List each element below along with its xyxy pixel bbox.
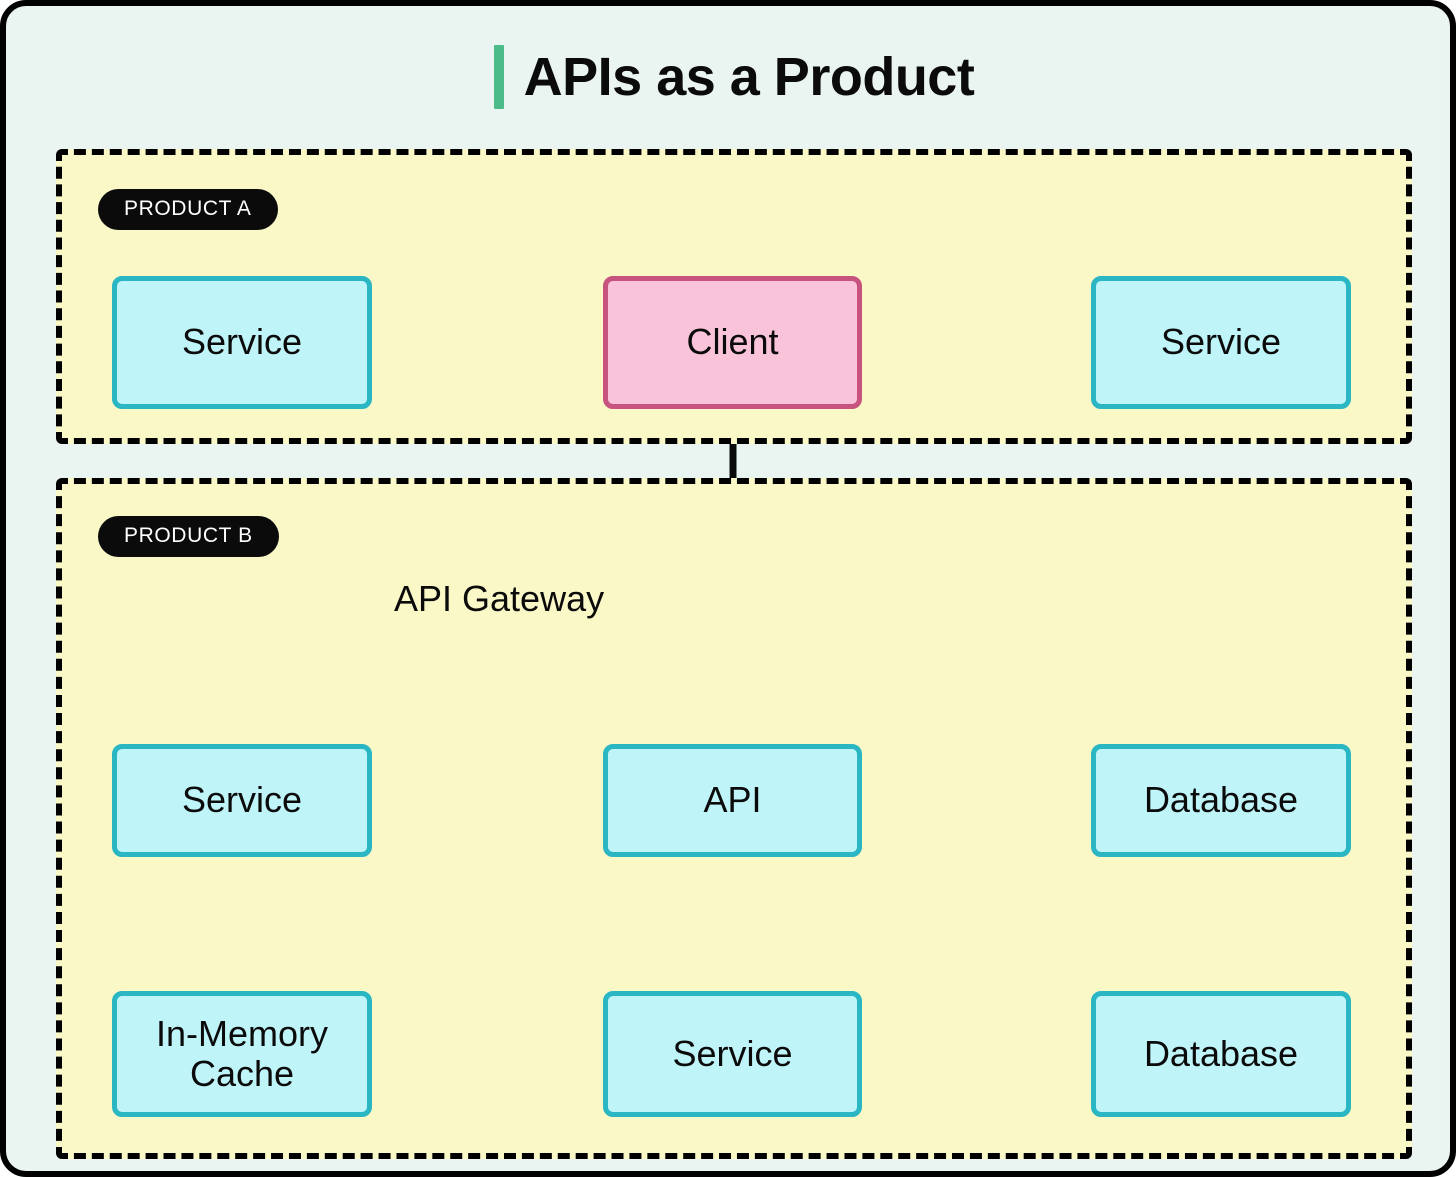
- node-label: Client: [686, 321, 779, 363]
- node-product-b-database-bottom[interactable]: Database: [1091, 991, 1351, 1117]
- node-label: API: [703, 779, 762, 821]
- title-accent-bar: [493, 45, 504, 109]
- node-label: Database: [1143, 779, 1299, 821]
- node-label-line-2: Cache: [189, 1053, 295, 1094]
- node-label: Database: [1143, 1032, 1299, 1074]
- page-title: APIs as a Product: [6, 34, 1450, 120]
- product-a-badge: PRODUCT A: [98, 189, 278, 230]
- node-product-a-service-right[interactable]: Service: [1091, 276, 1351, 409]
- node-label-line-1: In-Memory: [155, 1012, 329, 1054]
- node-label: Service: [1160, 321, 1282, 363]
- api-gateway-label: API Gateway: [394, 578, 605, 619]
- node-label: Service: [181, 779, 303, 821]
- node-product-a-service-left[interactable]: Service: [112, 276, 372, 409]
- node-product-b-database-top[interactable]: Database: [1091, 744, 1351, 857]
- node-label: Service: [672, 1032, 793, 1074]
- node-product-b-api[interactable]: API: [603, 744, 862, 857]
- node-label-wrapper: In-Memory Cache: [155, 1012, 329, 1095]
- node-product-b-service-mid[interactable]: Service: [603, 991, 862, 1117]
- node-label: Service: [181, 321, 303, 363]
- node-product-b-in-memory-cache[interactable]: In-Memory Cache: [112, 991, 372, 1117]
- product-b-badge: PRODUCT B: [98, 516, 279, 557]
- node-product-b-service-left[interactable]: Service: [112, 744, 372, 857]
- page-title-text: APIs as a Product: [523, 47, 975, 107]
- node-product-a-client[interactable]: Client: [603, 276, 862, 409]
